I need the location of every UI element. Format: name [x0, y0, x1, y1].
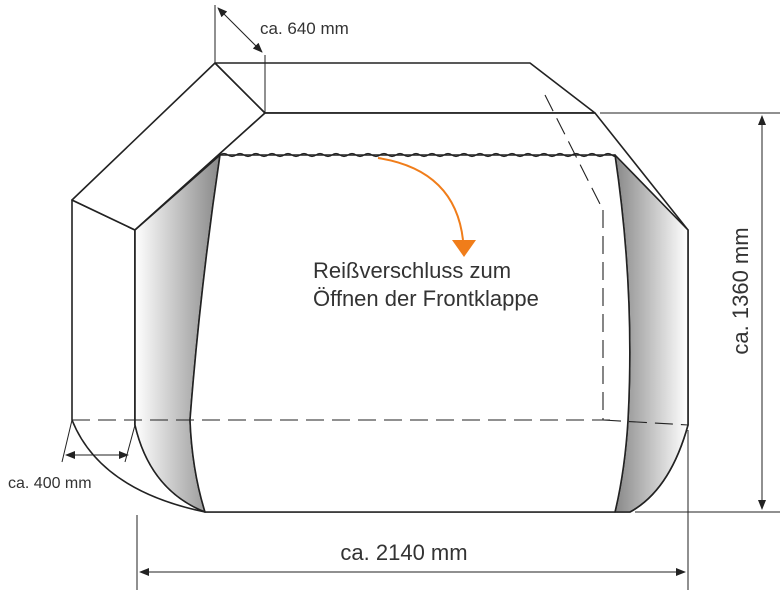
side-depth-label: ca. 400 mm [8, 475, 92, 492]
dimension-lines [61, 5, 780, 590]
hidden-edges [72, 94, 689, 426]
annotation-line-1: Reißverschluss zum [313, 258, 511, 283]
annotation-line-2: Öffnen der Frontklappe [313, 286, 539, 311]
zipper-arrowhead [452, 240, 476, 257]
depth-label: ca. 640 mm [260, 19, 349, 38]
width-label: ca. 2140 mm [340, 540, 467, 565]
zipper-line [219, 152, 616, 158]
top-face [214, 62, 596, 114]
height-label: ca. 1360 mm [728, 227, 753, 354]
front-flap [189, 154, 631, 513]
zipper-arrow [377, 157, 464, 241]
